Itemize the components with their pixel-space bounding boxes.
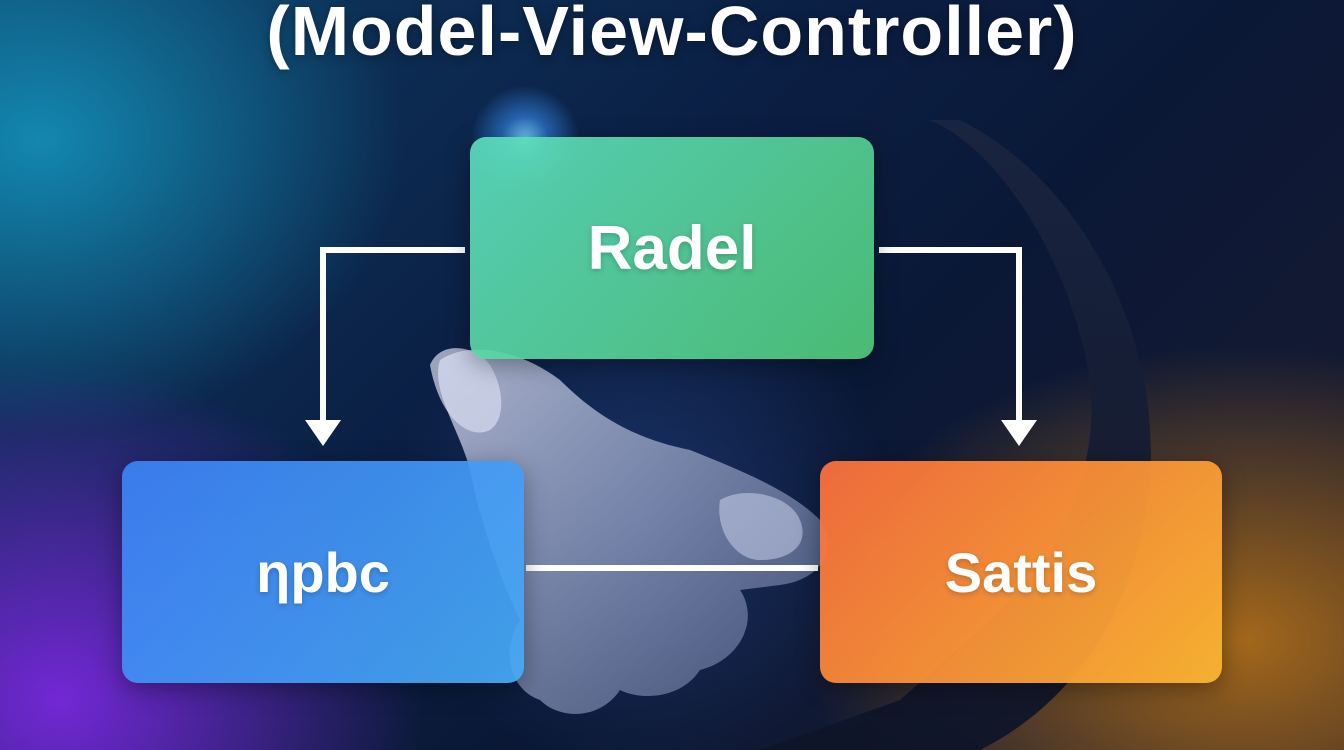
edge-model-controller xyxy=(879,247,1037,446)
arrowhead-view xyxy=(305,420,341,446)
controller-box: Sattis xyxy=(820,461,1222,683)
controller-label: Sattis xyxy=(944,540,1098,604)
diagram-title: (Model-View-Controller) xyxy=(266,0,1078,70)
arrowhead-controller xyxy=(1001,420,1037,446)
view-box: ƞpbc xyxy=(122,461,524,683)
model-label: Radel xyxy=(587,213,757,283)
model-box: Radel xyxy=(470,137,874,359)
view-label: ƞpbc xyxy=(256,540,390,604)
edge-model-view xyxy=(305,247,465,446)
